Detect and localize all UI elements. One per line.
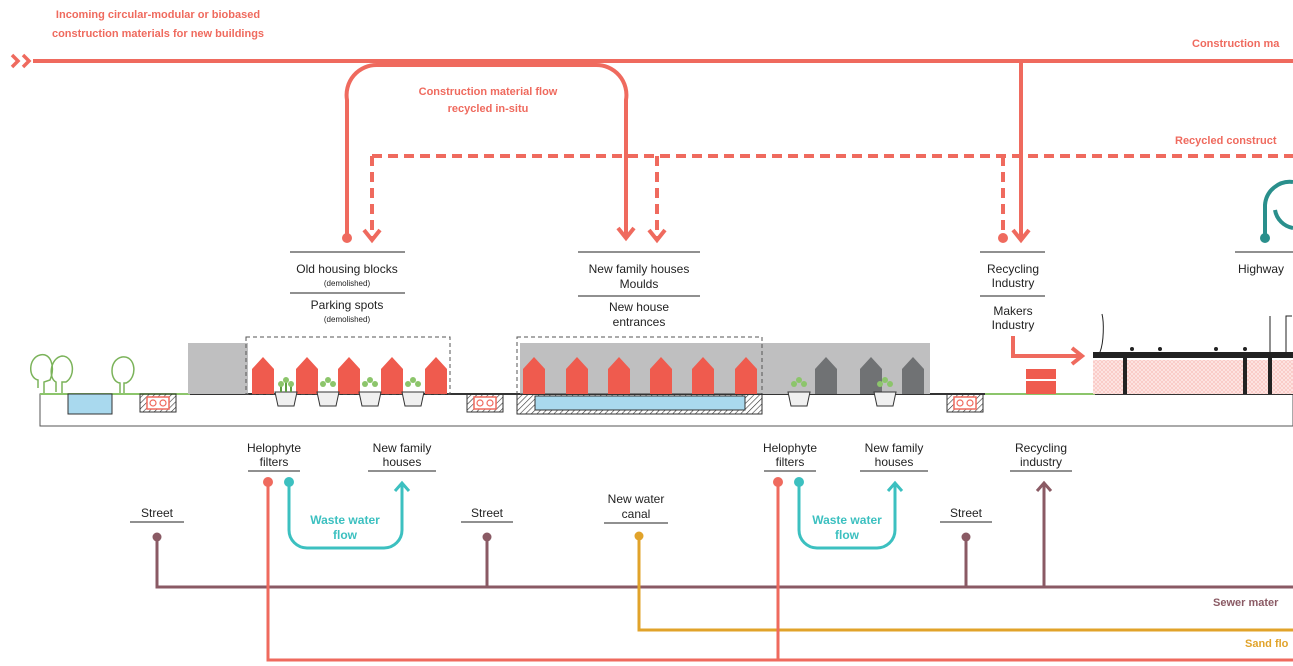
pond <box>67 393 113 415</box>
existing-houses-dark <box>815 357 924 394</box>
svg-text:Moulds: Moulds <box>620 277 659 291</box>
svg-text:New family houses: New family houses <box>589 262 690 276</box>
new-family-houses-label-left: New family houses <box>368 441 436 472</box>
svg-text:Helophyte: Helophyte <box>247 441 301 455</box>
svg-text:Recycling: Recycling <box>987 262 1039 276</box>
svg-text:New water: New water <box>608 492 665 506</box>
new-houses-left <box>252 357 447 394</box>
new-family-dashed-outline <box>516 336 763 395</box>
sand-flow-line <box>637 536 1293 632</box>
svg-text:Old housing blocks: Old housing blocks <box>296 262 397 276</box>
street-label-1: Street <box>130 506 184 523</box>
recycled-flow-right-label: Recycled construct <box>1175 135 1277 147</box>
svg-text:Industry: Industry <box>992 276 1035 290</box>
new-family-houses-label: New family houses Moulds New house entra… <box>578 251 700 329</box>
svg-text:Incoming circular-modular or b: Incoming circular-modular or biobased <box>56 9 260 21</box>
svg-text:New house: New house <box>609 300 669 314</box>
helophyte-red-line <box>266 482 1293 662</box>
svg-text:Waste water: Waste water <box>812 513 882 527</box>
svg-text:entrances: entrances <box>613 315 666 329</box>
svg-text:filters: filters <box>776 455 805 469</box>
waste-water-loop-left: Waste water flow <box>284 477 411 550</box>
svg-text:filters: filters <box>260 455 289 469</box>
street-label-2: Street <box>461 506 513 523</box>
recycling-industry-label: Recycling Industry Makers Industry <box>980 251 1045 332</box>
new-water-canal-label: New water canal <box>604 492 668 524</box>
sewer-main-line <box>155 537 1293 589</box>
new-water-canal <box>534 395 746 411</box>
highway-structure <box>1093 313 1293 394</box>
svg-text:Construction material flow: Construction material flow <box>419 86 558 98</box>
svg-text:Street: Street <box>471 506 504 520</box>
svg-text:New family: New family <box>373 441 432 455</box>
makers-to-highway-arrow <box>1011 336 1086 366</box>
svg-text:Helophyte: Helophyte <box>763 441 817 455</box>
svg-text:(demolished): (demolished) <box>324 315 371 324</box>
svg-text:Industry: Industry <box>992 318 1035 332</box>
svg-text:Street: Street <box>950 506 983 520</box>
svg-text:canal: canal <box>622 507 651 521</box>
svg-text:Highway: Highway <box>1238 262 1284 276</box>
old-housing-label: Old housing blocks (demolished) Parking … <box>290 251 405 324</box>
svg-text:Parking spots: Parking spots <box>311 298 384 312</box>
new-family-houses-label-right: New family houses <box>860 441 928 472</box>
helophyte-planters-right <box>787 377 897 407</box>
sand-flow-label: Sand flo <box>1245 638 1289 650</box>
old-housing-dashed-outline <box>245 336 451 395</box>
cable-duct-icons <box>139 393 984 413</box>
recycled-flow-start-dot <box>998 233 1008 243</box>
construction-flow-right-label: Construction ma <box>1192 38 1280 50</box>
incoming-materials-label: Incoming circular-modular or biobased co… <box>52 9 264 40</box>
svg-text:flow: flow <box>835 528 860 542</box>
svg-text:Waste water: Waste water <box>310 513 380 527</box>
street-label-3: Street <box>940 506 992 523</box>
svg-text:houses: houses <box>383 455 422 469</box>
svg-text:Street: Street <box>141 506 174 520</box>
new-houses-middle <box>523 357 757 394</box>
recycled-construction-dashed-flow <box>362 154 1293 244</box>
helophyte-planters-left <box>274 377 425 407</box>
svg-text:recycled in-situ: recycled in-situ <box>448 103 529 115</box>
recycling-industry-underground-label: Recycling industry <box>1010 441 1072 472</box>
svg-text:(demolished): (demolished) <box>324 279 371 288</box>
helophyte-filters-label-right: Helophyte filters <box>763 441 817 472</box>
helophyte-filters-label-left: Helophyte filters <box>247 441 301 472</box>
insitu-flow-loop <box>344 62 636 242</box>
svg-text:Makers: Makers <box>993 304 1032 318</box>
makers-industry-block <box>1026 369 1056 394</box>
old-housing-block <box>188 343 248 394</box>
svg-text:New family: New family <box>865 441 924 455</box>
svg-text:industry: industry <box>1020 455 1062 469</box>
svg-text:Recycling: Recycling <box>1015 441 1067 455</box>
highway-loop-icon <box>1263 179 1293 238</box>
tree-icons <box>30 353 135 393</box>
svg-text:flow: flow <box>333 528 358 542</box>
incoming-chevron-icon <box>10 53 32 69</box>
sewer-flow-label: Sewer mater <box>1213 597 1279 609</box>
highway-label: Highway <box>1235 251 1293 276</box>
svg-text:houses: houses <box>875 455 914 469</box>
insitu-flow-start-dot <box>342 233 352 243</box>
svg-text:construction materials for new: construction materials for new buildings <box>52 28 264 40</box>
insitu-flow-label: Construction material flow recycled in-s… <box>419 86 558 115</box>
waste-water-loop-right: Waste water flow <box>794 477 904 550</box>
